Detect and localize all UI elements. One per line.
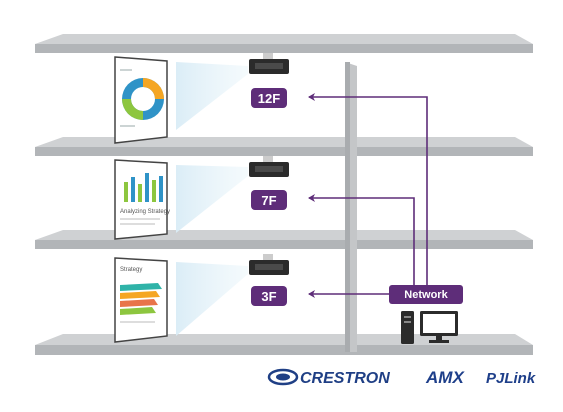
screen-3f-title: Strategy [120,267,142,273]
svg-text:3F: 3F [261,289,276,304]
screen-3f: Strategy [114,257,168,343]
network-lines [308,93,428,298]
projection-beams [176,62,248,336]
svg-text:12F: 12F [258,91,280,106]
amx-logo: AMX [425,368,465,387]
floor-slab-bottom [35,334,533,355]
amx-text: AMX [425,368,465,387]
crestron-text: CRESTRON [300,370,390,387]
floor-slab-3 [35,230,533,249]
screen-12f [114,56,168,144]
floor-slab-top [35,34,533,53]
floor-label-12f: 12F [251,88,287,108]
projector-3f [249,254,289,275]
screen-7f: Analyzing Strategy [114,159,170,240]
floor-slab-2 [35,137,533,156]
link-to-7f [308,194,415,285]
pjlink-logo: PJLink [486,370,536,387]
floor-label-3f: 3F [251,286,287,306]
pjlink-text: PJLink [486,370,536,387]
svg-text:7F: 7F [261,193,276,208]
projector-12f [249,53,289,74]
wall-partition [345,62,357,352]
crestron-logo: CRESTRON [267,368,390,387]
computer-icon [401,311,458,344]
svg-text:Network: Network [404,289,448,301]
screen-7f-title: Analyzing Strategy [120,209,170,215]
link-to-12f [308,93,428,285]
projector-7f [249,156,289,177]
network-box: Network [389,285,463,304]
floor-label-7f: 7F [251,190,287,210]
